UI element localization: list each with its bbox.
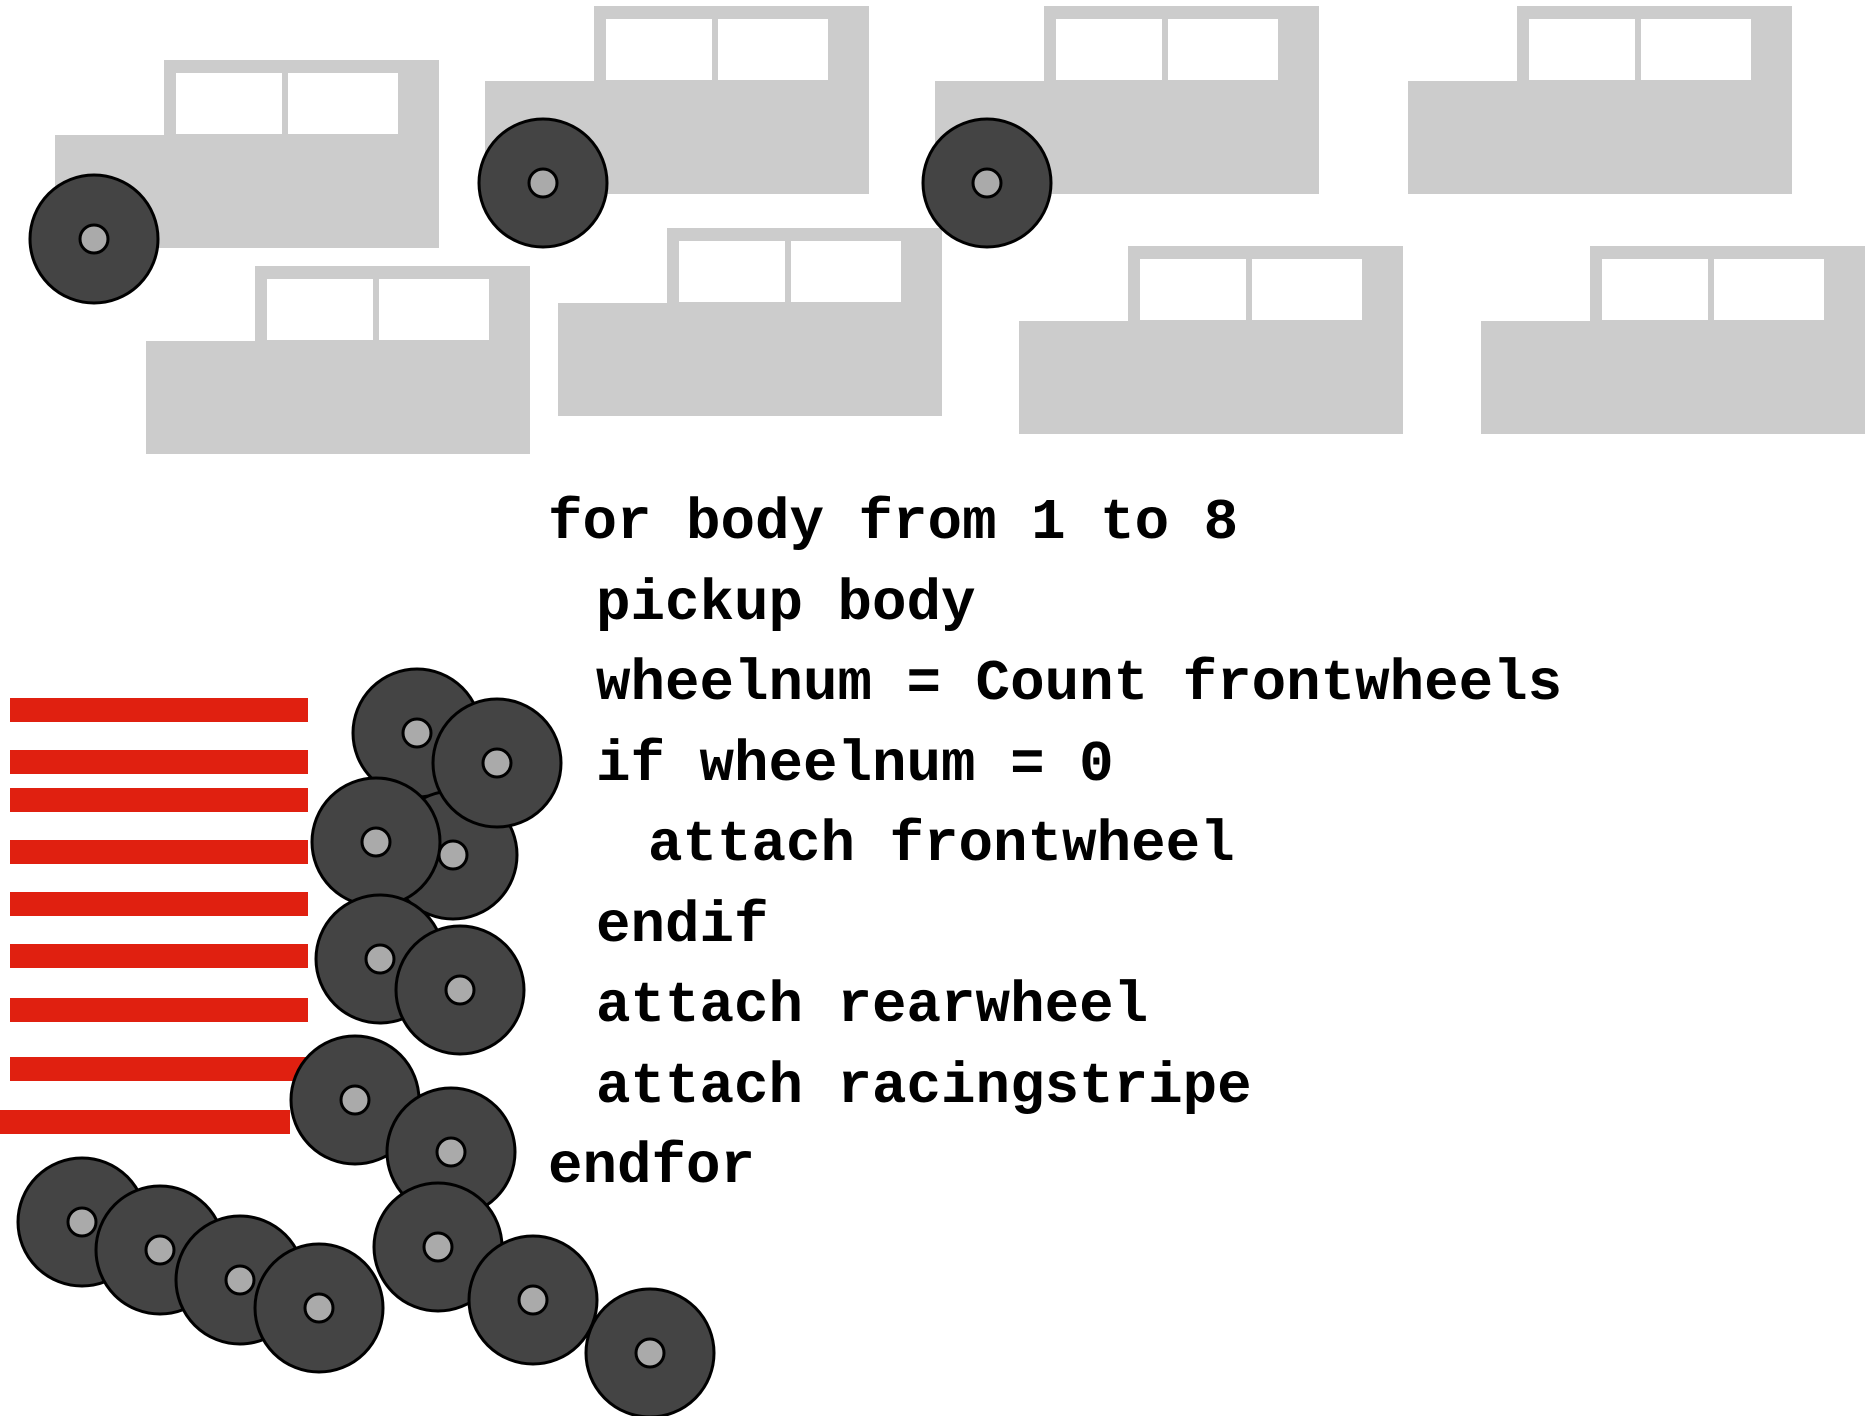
pseudocode-block: for body from 1 to 8 pickup body wheelnum … (548, 484, 1562, 1209)
racing-stripes (0, 698, 308, 1134)
code-line: attach rearwheel (596, 974, 1149, 1039)
racing-stripe-icon (10, 998, 308, 1022)
wheel-icon (477, 117, 609, 249)
code-line: attach frontwheel (648, 813, 1235, 878)
racing-stripe-icon (10, 750, 308, 774)
racing-stripe-icon (10, 892, 308, 916)
car-window (718, 19, 828, 80)
racing-stripe-icon (10, 698, 308, 722)
car-body-icon (558, 228, 942, 416)
code-line: endfor (548, 1135, 756, 1200)
wheel-icon (253, 1242, 385, 1374)
car-window (176, 73, 282, 134)
car-body-icon (146, 266, 530, 454)
car-body-icon (1408, 6, 1792, 194)
car-window (1140, 259, 1246, 320)
car-window (791, 241, 901, 302)
code-line: attach racingstripe (596, 1054, 1252, 1120)
code-line: wheelnum = Count frontwheels (596, 652, 1563, 717)
wheel-icon (584, 1287, 716, 1416)
racing-stripe-icon (10, 840, 308, 864)
wheel-icon (310, 776, 442, 908)
car-window (379, 279, 489, 340)
car-body-icon (1019, 246, 1403, 434)
racing-stripe-icon (10, 788, 308, 812)
wheel-icon (289, 1034, 421, 1166)
car-window (1056, 19, 1162, 80)
car-window (1252, 259, 1362, 320)
wheel-icon (431, 697, 563, 829)
code-line: pickup body (596, 571, 976, 637)
car-window (1168, 19, 1278, 80)
code-line: if wheelnum = 0 (596, 732, 1114, 798)
racing-stripe-icon (10, 1057, 308, 1081)
car-window (267, 279, 373, 340)
car-body-icon (1481, 246, 1865, 434)
code-line: for body from 1 to 8 (548, 491, 1239, 556)
wheel-icon (394, 924, 526, 1056)
wheel-icon (467, 1234, 599, 1366)
wheel-icon (28, 173, 160, 305)
car-window (288, 73, 398, 134)
wheel-icon (921, 117, 1053, 249)
wheels (16, 117, 1053, 1416)
car-window (606, 19, 712, 80)
racing-stripe-icon (10, 944, 308, 968)
car-window (1529, 19, 1635, 80)
car-window (1602, 259, 1708, 320)
car-window (679, 241, 785, 302)
code-line: endif (596, 893, 769, 959)
racing-stripe-icon (0, 1110, 290, 1134)
car-window (1641, 19, 1751, 80)
car-window (1714, 259, 1824, 320)
